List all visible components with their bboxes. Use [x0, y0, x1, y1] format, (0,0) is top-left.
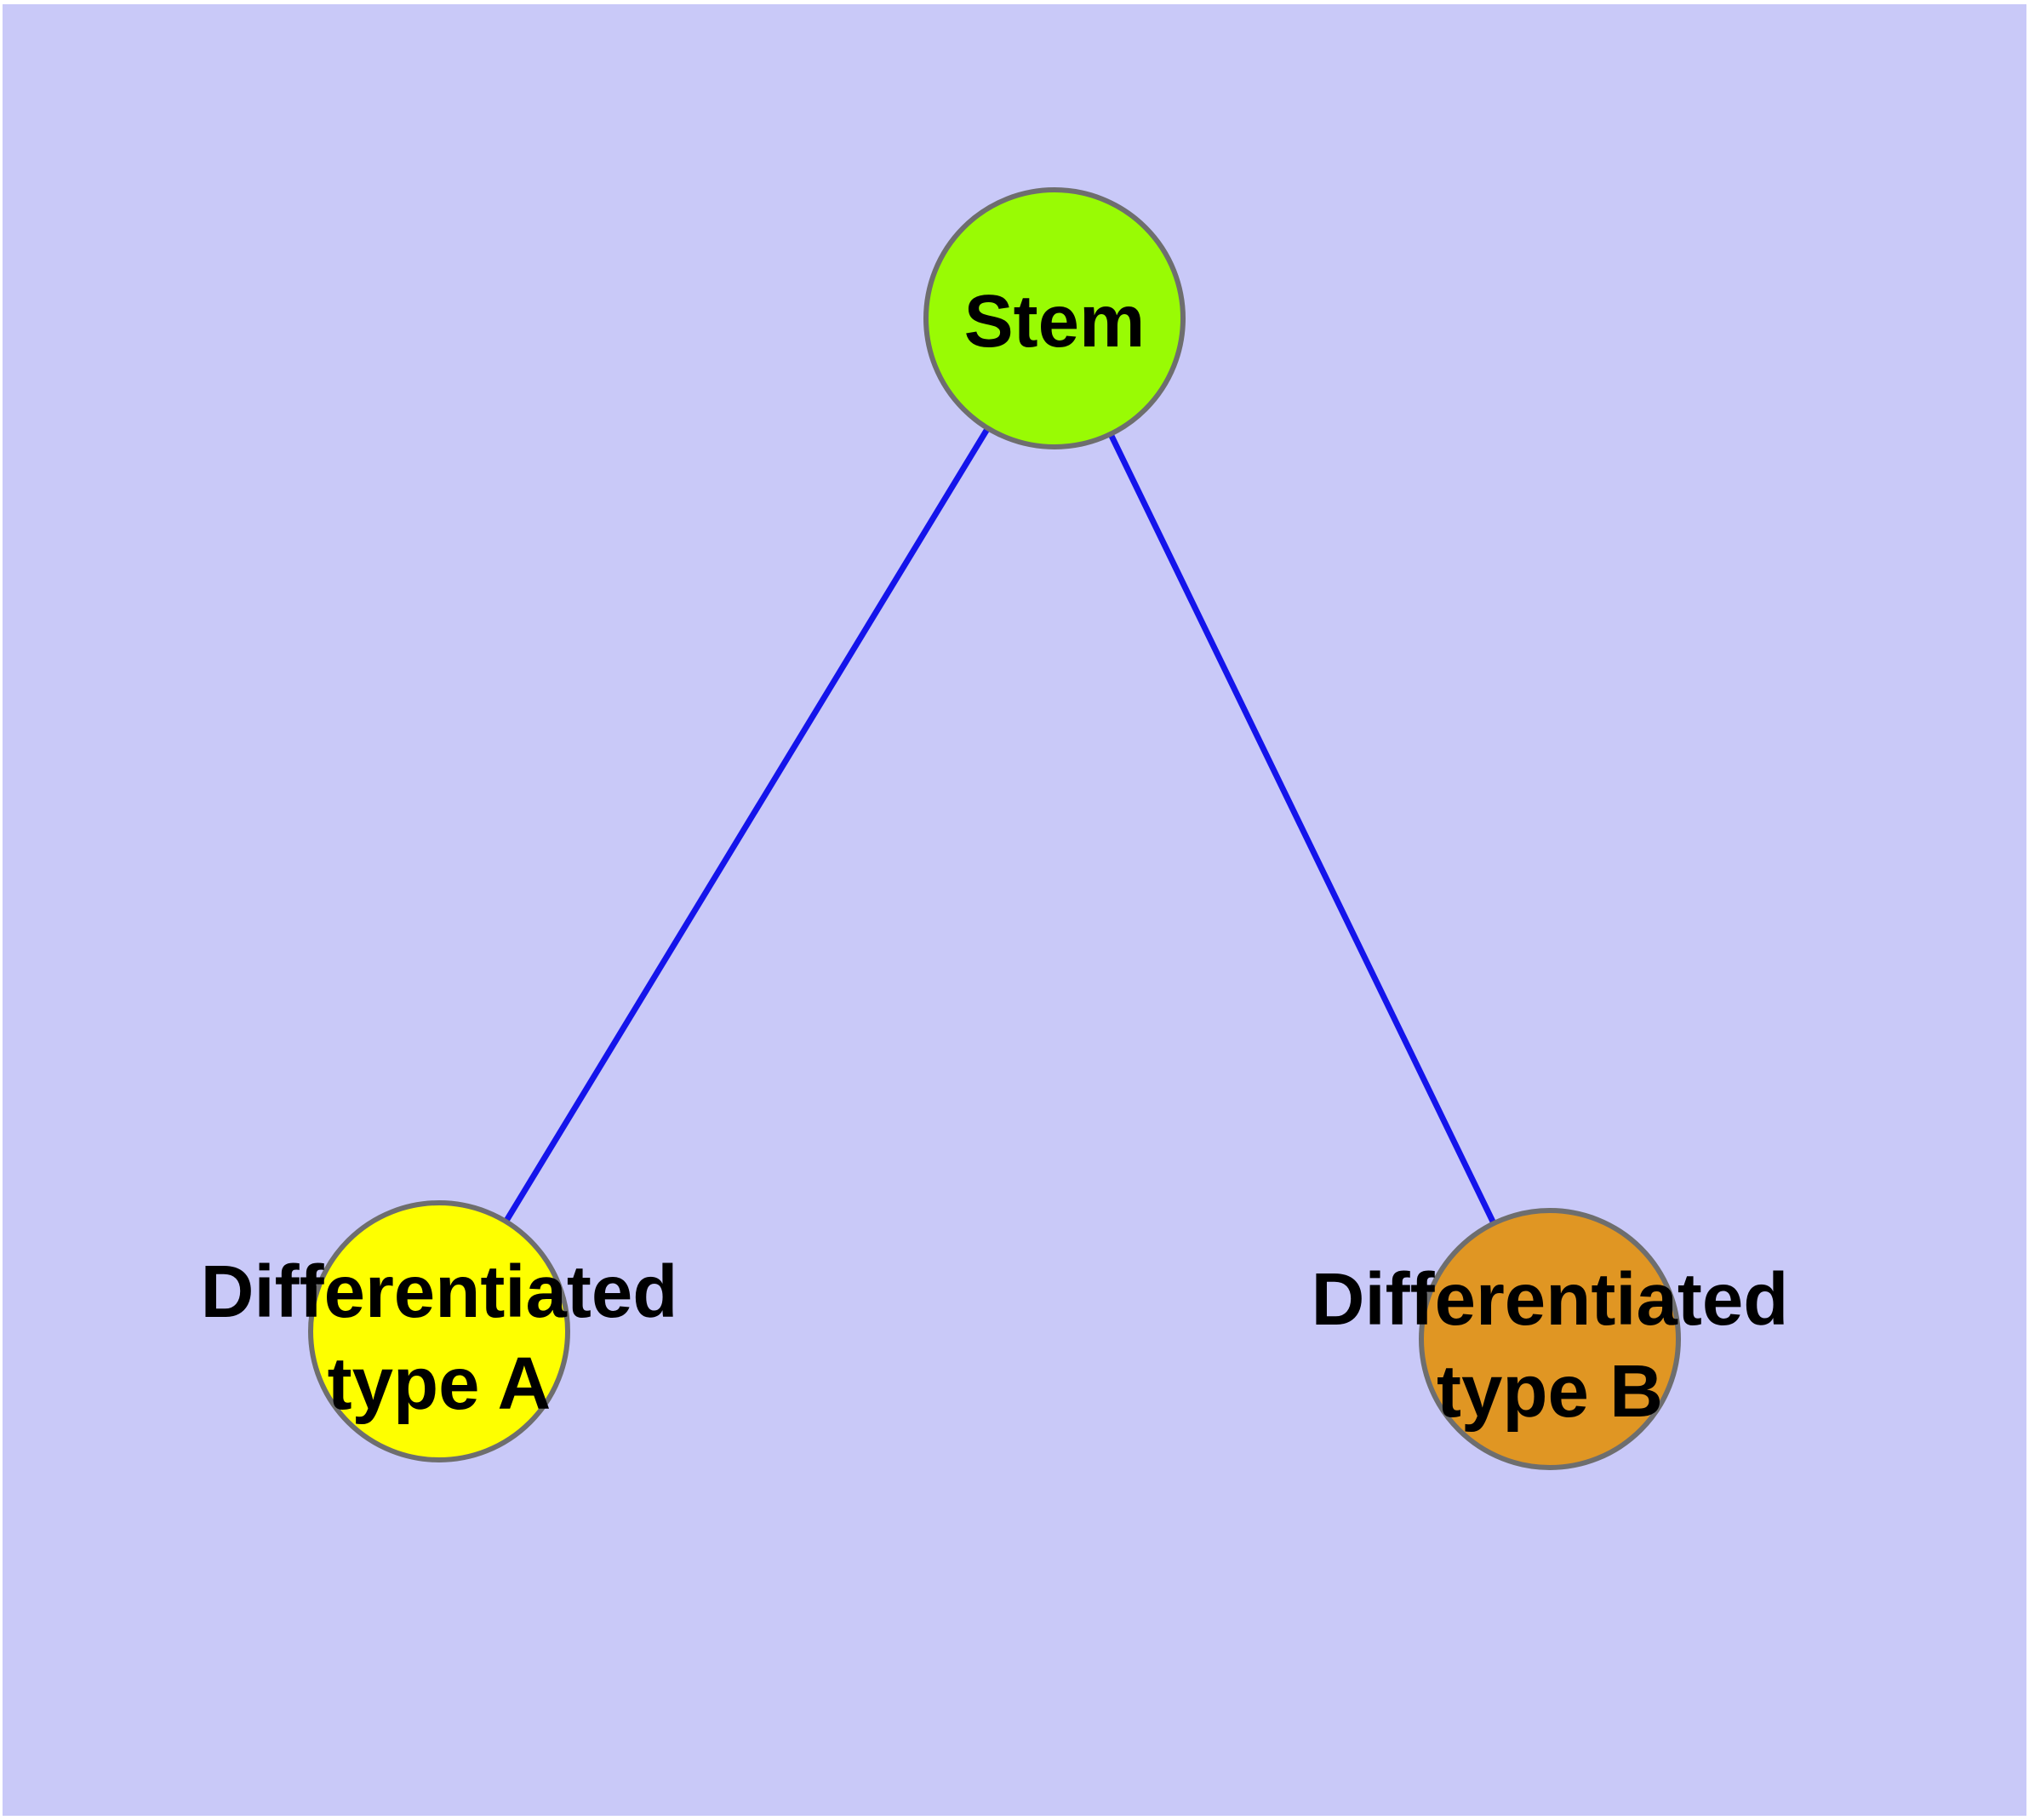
node-differentiated-type-a-label-line1: Differentiated	[201, 1251, 678, 1333]
node-stem-circle	[923, 187, 1186, 449]
node-differentiated-type-b-label-line1: Differentiated	[1312, 1258, 1789, 1341]
edge-stem-to-type-a	[437, 317, 1057, 1333]
node-stem-label: Stem	[964, 280, 1146, 363]
node-differentiated-type-b: Differentiated type B	[1312, 1208, 1789, 1470]
node-differentiated-type-a-circle	[308, 1200, 570, 1462]
node-differentiated-type-a: Differentiated type A	[201, 1200, 678, 1462]
node-stem: Stem	[923, 187, 1186, 449]
node-differentiated-type-a-label-line2: type A	[328, 1342, 552, 1425]
edge-stem-to-type-b	[1051, 317, 1553, 1341]
node-differentiated-type-b-label-line2: type B	[1437, 1350, 1663, 1433]
node-differentiated-type-b-circle	[1419, 1208, 1681, 1470]
